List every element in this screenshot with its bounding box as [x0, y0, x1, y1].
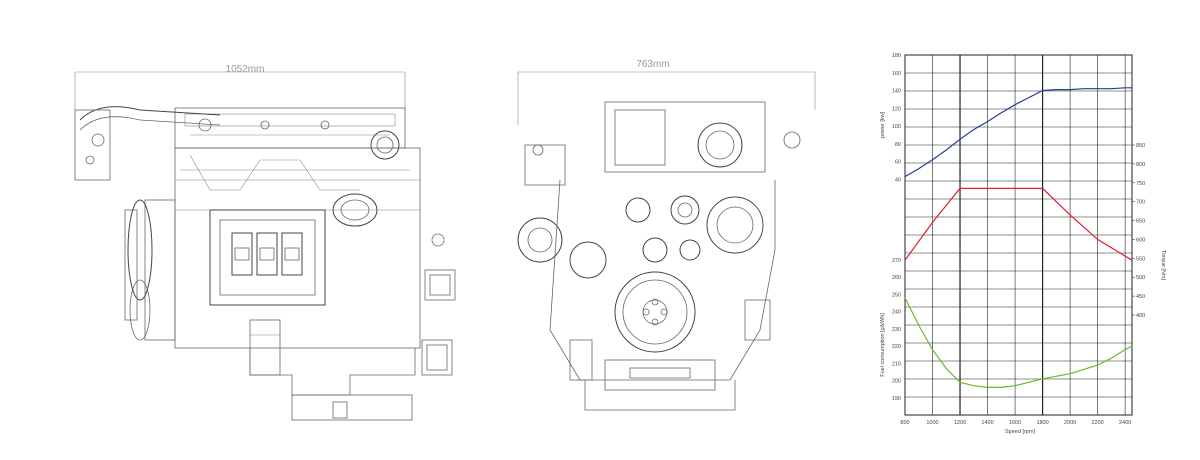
engine-side-view-drawing: 1052mm	[74, 64, 456, 421]
side-width-dimension: 1052mm	[74, 64, 406, 110]
power-axis-label: power [kw]	[880, 111, 886, 138]
front-engine-outline	[517, 101, 801, 411]
y-tick-label: 500	[1136, 275, 1145, 281]
series-line-panel-2	[904, 187, 1133, 261]
front-width-label: 763mm	[636, 59, 669, 70]
engine-front-view-drawing: 763mm	[517, 59, 816, 411]
y-tick-label: 180	[892, 53, 901, 59]
y-tick-label: 250	[892, 292, 901, 298]
chart-series-group	[904, 87, 1133, 388]
x-axis-label: Speed [rpm]	[1005, 429, 1035, 435]
y-tick-label: 160	[892, 71, 901, 77]
y-tick-label: 120	[892, 106, 901, 112]
side-width-label: 1052mm	[226, 64, 265, 75]
y-tick-label: 200	[892, 379, 901, 385]
front-width-dimension: 763mm	[517, 59, 816, 125]
y-tick-label: 80	[895, 142, 901, 148]
y-tick-label: 650	[1136, 219, 1145, 225]
y-tick-label: 450	[1136, 294, 1145, 300]
y-tick-label: 800	[1136, 162, 1145, 168]
y-tick-label: 190	[892, 396, 901, 402]
y-tick-label: 100	[892, 124, 901, 130]
y-tick-label: 40	[895, 177, 901, 183]
y-tick-label: 230	[892, 327, 901, 333]
y-tick-label: 600	[1136, 237, 1145, 243]
y-tick-label: 400	[1136, 313, 1145, 319]
fuel-axis-label: Fuel consumption [g/kWh]	[880, 313, 886, 377]
x-tick-label: 2000	[1064, 420, 1076, 426]
x-tick-label: 1000	[926, 420, 938, 426]
series-line-panel-3	[904, 297, 1133, 388]
x-tick-label: 1400	[981, 420, 993, 426]
y-tick-label: 700	[1136, 200, 1145, 206]
x-tick-label: 2400	[1119, 420, 1131, 426]
series-line-panel-1	[904, 87, 1132, 178]
y-tick-label: 260	[892, 275, 901, 281]
y-tick-label: 60	[895, 160, 901, 166]
x-tick-label: 1800	[1036, 420, 1048, 426]
y-tick-label: 750	[1136, 181, 1145, 187]
side-engine-outline	[74, 106, 456, 421]
x-tick-label: 800	[900, 420, 909, 426]
engine-performance-chart: 800 1000 1200 1400 1600 1800 2000 2200 2400 40 60 8…	[880, 53, 1166, 435]
x-tick-label: 1600	[1009, 420, 1021, 426]
chart-tick-labels: 800 1000 1200 1400 1600 1800 2000 2200 2400 40 60 8…	[892, 53, 1145, 426]
y-tick-label: 850	[1136, 143, 1145, 149]
x-tick-label: 2200	[1091, 420, 1103, 426]
y-tick-label: 550	[1136, 256, 1145, 262]
chart-grid	[904, 54, 1133, 416]
torque-axis-label: Torque [Nm]	[1160, 250, 1166, 280]
y-tick-label: 270	[892, 258, 901, 264]
x-tick-label: 1200	[954, 420, 966, 426]
y-tick-label: 220	[892, 344, 901, 350]
y-tick-label: 140	[892, 89, 901, 95]
y-tick-label: 210	[892, 361, 901, 367]
y-tick-label: 240	[892, 310, 901, 316]
